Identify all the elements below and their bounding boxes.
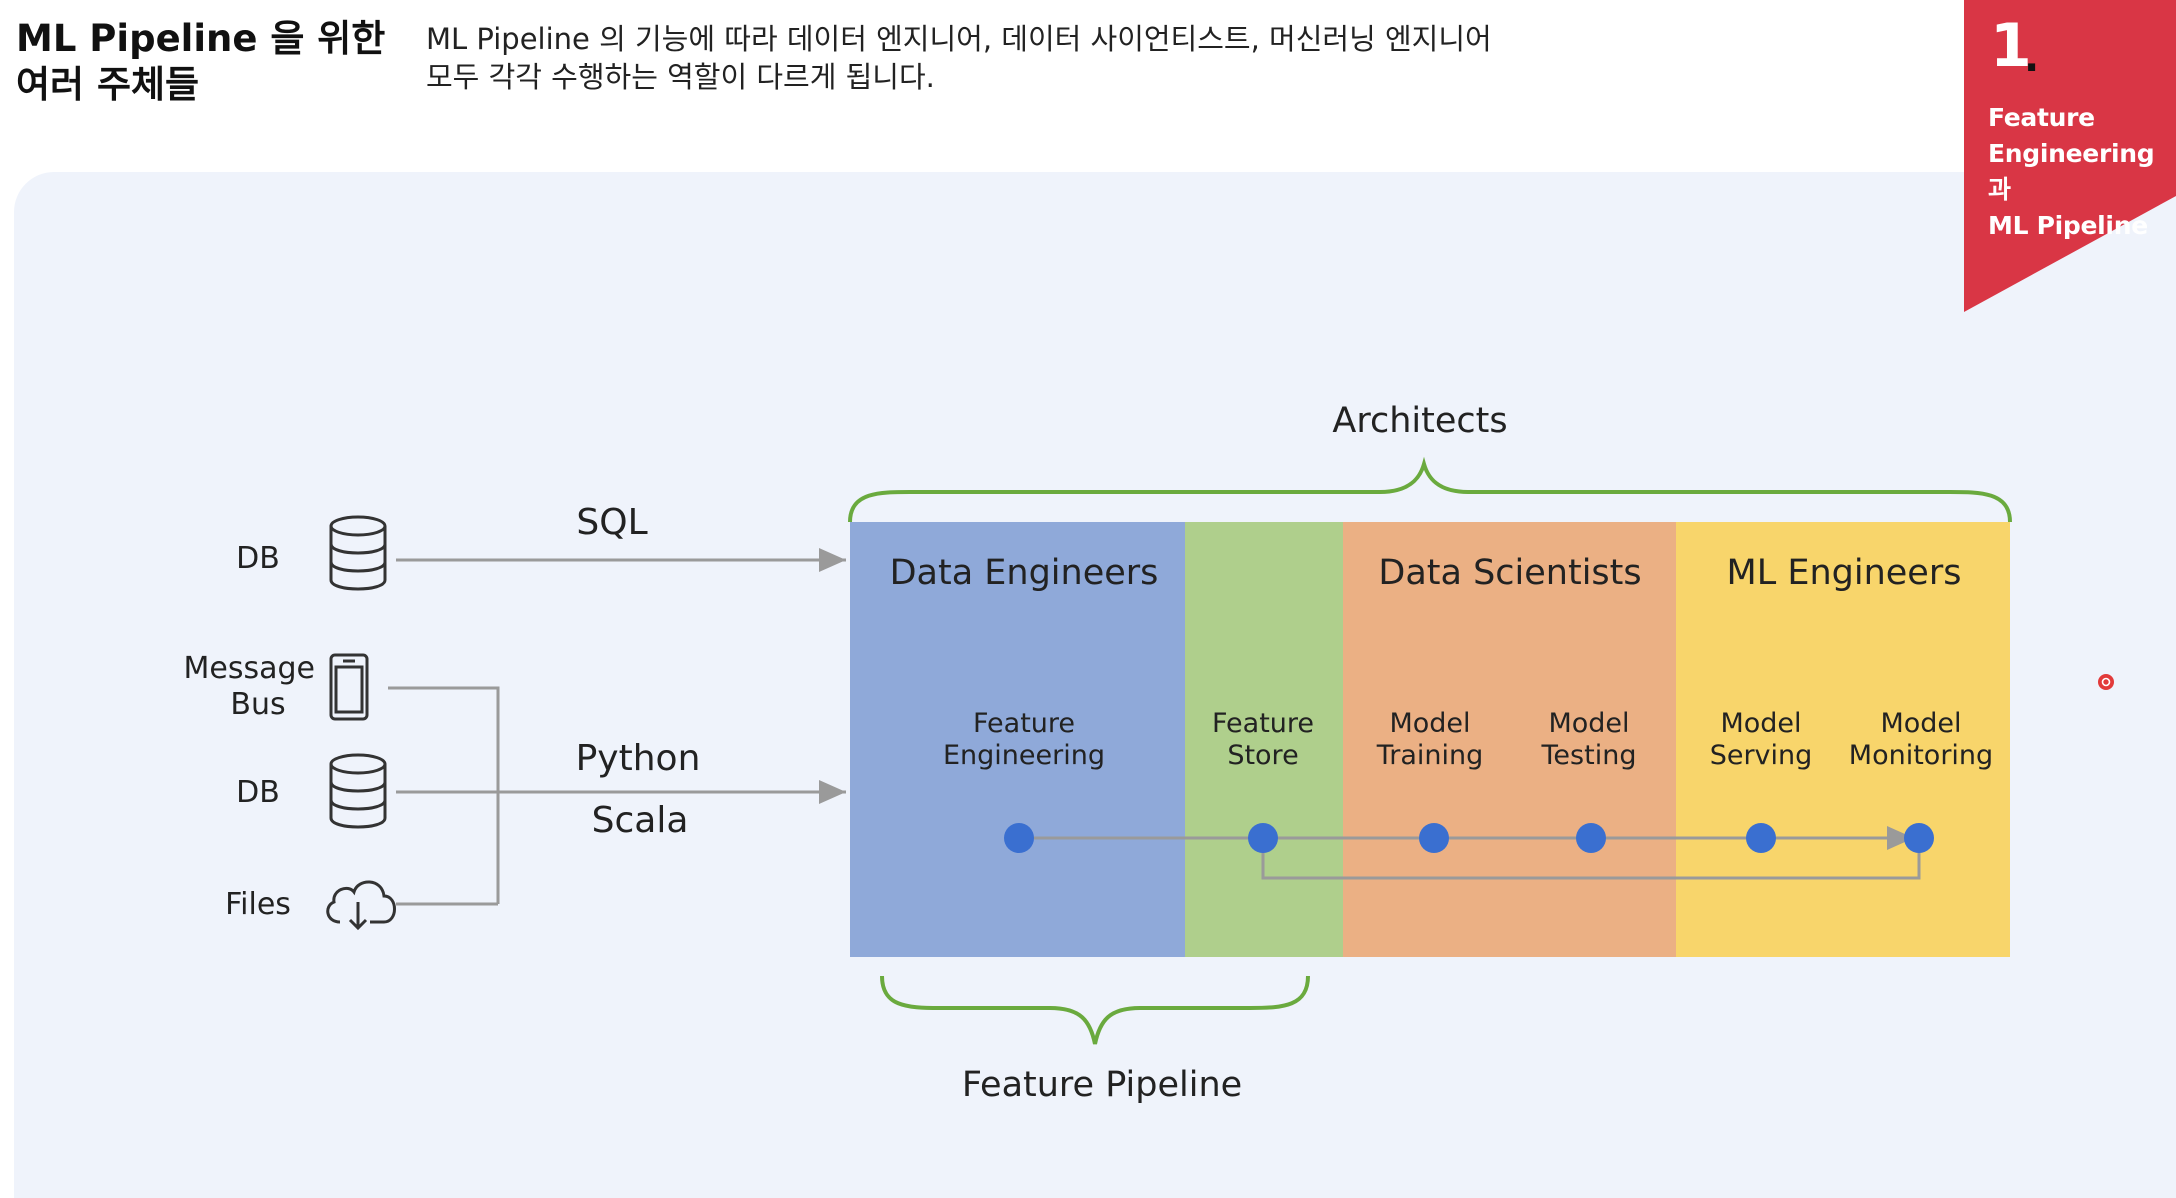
section-block-data-engineers: [850, 522, 1185, 957]
section-block-ml-engineers: [1676, 522, 2010, 957]
section-badge: 1 . Feature Engineering 과 ML Pipeline: [1964, 0, 2176, 312]
section-title-data-scientists: Data Scientists: [1378, 553, 1641, 593]
source-label-files: Files: [225, 887, 291, 922]
section-block-data-scientists: [1343, 522, 1676, 957]
badge-number-dot: .: [2024, 35, 2040, 81]
database-icon: [329, 753, 387, 829]
node-model-serving: [1746, 823, 1776, 853]
node-feature-engineering: [1004, 823, 1034, 853]
database-icon: [329, 515, 387, 591]
architects-label: Architects: [1332, 401, 1507, 441]
cursor-pointer-indicator: [2098, 674, 2114, 690]
feature-pipeline-label: Feature Pipeline: [962, 1065, 1242, 1105]
slide-title: ML Pipeline 을 위한 여러 주체들: [16, 17, 386, 106]
cloud-download-icon: [326, 880, 396, 931]
source-label-db-sql: DB: [236, 541, 280, 576]
message-bus-connector: [388, 686, 500, 904]
feedback-loop-line: [1261, 838, 1921, 880]
badge-title: Feature Engineering 과 ML Pipeline: [1988, 103, 2155, 240]
sql-label: SQL: [576, 502, 647, 543]
node-model-monitoring: [1904, 823, 1934, 853]
source-label-message-bus: Message Bus: [183, 651, 324, 722]
feature-pipeline-brace: [880, 975, 1310, 1045]
architects-brace: [848, 456, 2012, 523]
node-model-training: [1419, 823, 1449, 853]
python-label: Python: [576, 738, 701, 779]
section-title-ml-engineers: ML Engineers: [1727, 553, 1962, 593]
scala-label: Scala: [592, 800, 689, 841]
section-title-data-engineers: Data Engineers: [890, 553, 1159, 593]
node-feature-store: [1248, 823, 1278, 853]
badge-number: 1: [1990, 11, 2032, 81]
section-block-feature-store: [1185, 522, 1343, 957]
node-model-testing: [1576, 823, 1606, 853]
source-label-db-python: DB: [236, 775, 280, 810]
slide-description: ML Pipeline 의 기능에 따라 데이터 엔지니어, 데이터 사이언티스…: [426, 22, 1492, 94]
badge-ribbon-shape: [1964, 0, 2176, 312]
mobile-device-icon: [329, 653, 369, 721]
